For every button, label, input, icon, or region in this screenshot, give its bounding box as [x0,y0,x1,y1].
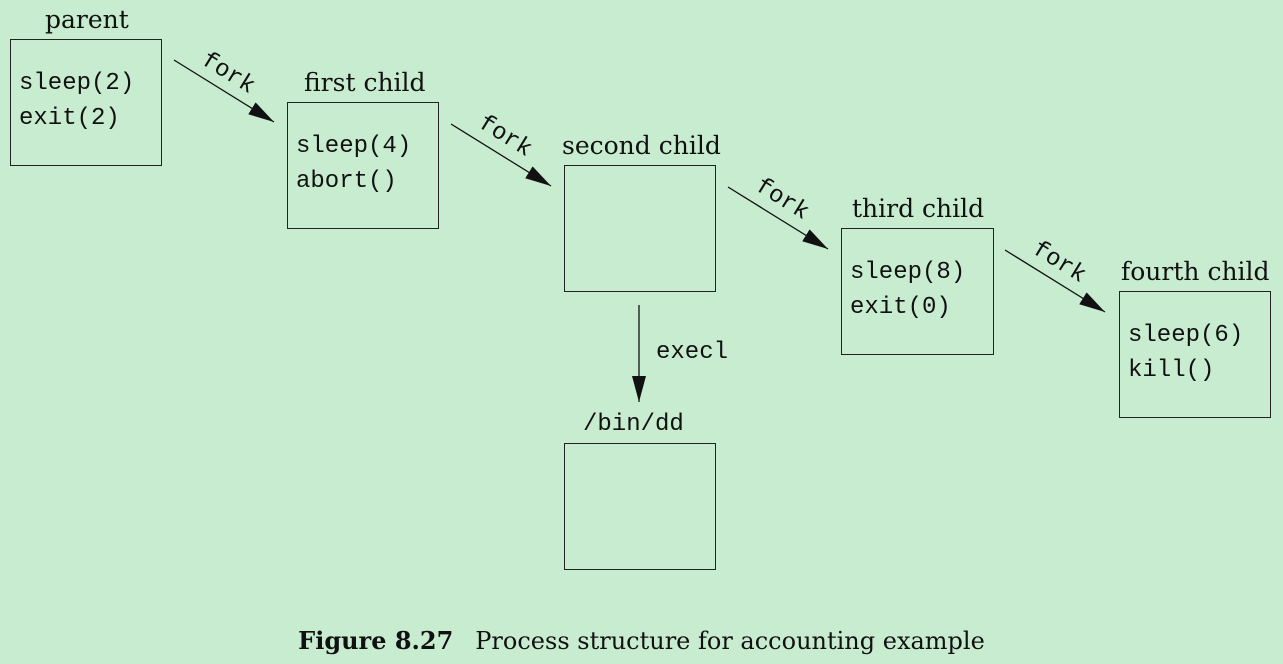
fork-arrow-2 [450,123,552,187]
second-child-box [564,165,716,292]
fork-arrow-1 [173,59,275,123]
first-child-line-2: abort() [296,168,397,195]
execl-label: execl [656,339,729,366]
first-child-box: sleep(4) abort() [287,102,439,229]
fourth-child-box: sleep(6) kill() [1119,291,1271,418]
third-child-line-2: exit(0) [850,294,951,321]
figure-caption: Figure 8.27 Process structure for account… [0,626,1283,655]
parent-box: sleep(2) exit(2) [10,39,162,166]
fourth-child-title: fourth child [1121,257,1270,286]
fork-arrow-3 [727,186,829,250]
bin-dd-title: /bin/dd [583,411,684,438]
third-child-line-1: sleep(8) [850,259,966,286]
fourth-child-line-1: sleep(6) [1128,322,1244,349]
third-child-box: sleep(8) exit(0) [841,228,994,355]
parent-line-1: sleep(2) [19,70,135,97]
figure-caption-text: Process structure for accounting example [475,627,985,655]
first-child-title: first child [304,68,426,97]
first-child-line-1: sleep(4) [296,133,412,160]
second-child-title: second child [562,131,721,160]
fork-arrow-4 [1004,249,1106,313]
fourth-child-line-2: kill() [1128,357,1215,384]
third-child-title: third child [852,194,985,223]
parent-line-2: exit(2) [19,105,120,132]
bin-dd-box [564,443,716,570]
parent-title: parent [45,5,129,34]
figure-number: Figure 8.27 [298,626,454,655]
